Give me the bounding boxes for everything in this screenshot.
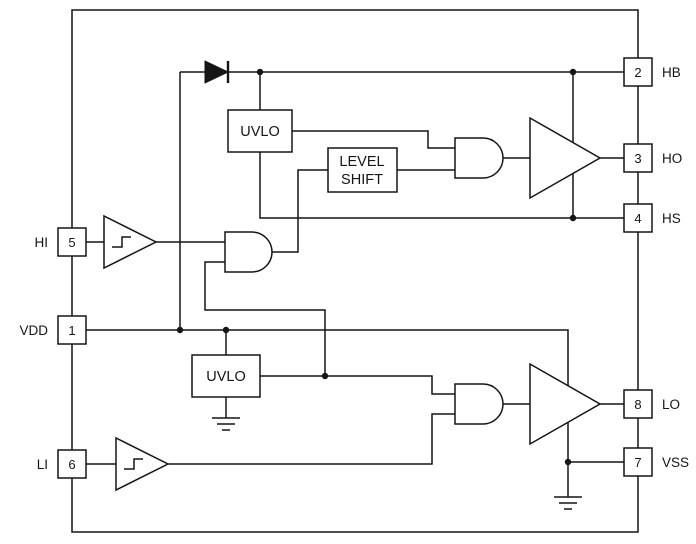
wire-hs-rail [259, 152, 624, 219]
uvlo-bottom-block [191, 354, 261, 398]
pin-vss: 7 VSS [623, 447, 689, 477]
pin-box [623, 203, 653, 233]
pin-number: 4 [634, 211, 641, 226]
uvlo-top-label: UVLO [240, 124, 280, 140]
pin-box [623, 389, 653, 419]
wire-uvlo-bottom-to-and [260, 375, 455, 395]
ground-icon [212, 417, 240, 431]
wire-vdd-rail [86, 329, 569, 390]
pin-vdd: 1 VDD [19, 315, 87, 345]
hi-schmitt-buffer [103, 214, 158, 270]
pin-hs: 4 HS [623, 203, 681, 233]
junction-dot [321, 372, 329, 380]
pin-label: HO [662, 151, 682, 166]
hysteresis-icon [124, 458, 143, 470]
wire-and-mid-to-level-shift [272, 169, 328, 253]
pin-label: LO [662, 397, 680, 412]
wire-uvlo-branch-to-and-mid [204, 261, 326, 376]
wire-li-buffer-to-and [168, 413, 455, 465]
ho-and-gate [454, 137, 504, 179]
pin-number: 7 [634, 455, 641, 470]
lo-and-gate [454, 383, 504, 425]
level-shift-label-line2: SHIFT [341, 172, 383, 188]
li-schmitt-buffer [115, 436, 170, 492]
pin-lo: 8 LO [623, 389, 680, 419]
pin-box [623, 57, 653, 87]
hysteresis-icon [112, 236, 131, 248]
pin-label: VDD [19, 323, 48, 338]
pin-hb: 2 HB [623, 57, 681, 87]
pin-box [57, 227, 87, 257]
pin-box [623, 143, 653, 173]
lo-driver [529, 362, 602, 446]
pin-number: 5 [68, 235, 75, 250]
uvlo-bottom-label: UVLO [206, 369, 246, 385]
junction-dot [564, 458, 572, 466]
pin-number: 3 [634, 151, 641, 166]
ground-icon [554, 496, 582, 510]
bootstrap-diode-icon [204, 60, 230, 84]
pin-label: HB [662, 65, 681, 80]
pin-li: 6 LI [37, 449, 87, 479]
pin-number: 6 [68, 457, 75, 472]
junction-dot [569, 214, 577, 222]
pin-box [57, 449, 87, 479]
pin-label: VSS [662, 455, 689, 470]
junction-dot [176, 326, 184, 334]
pin-box [623, 447, 653, 477]
wire-uvlo-top-to-and [292, 130, 455, 149]
diode-anode-triangle [204, 60, 230, 84]
junction-dot [569, 68, 577, 76]
pin-label: LI [37, 457, 48, 472]
pin-label: HS [662, 211, 681, 226]
pin-number: 2 [634, 65, 641, 80]
pin-label: HI [35, 235, 49, 250]
chip-boundary [71, 9, 639, 533]
pin-hi: 5 HI [35, 227, 87, 257]
level-shift-and-gate [224, 231, 273, 273]
pin-ho: 3 HO [623, 143, 682, 173]
pin-number: 1 [68, 323, 75, 338]
pin-box [57, 315, 87, 345]
junction-dot [222, 326, 230, 334]
wires [86, 71, 624, 497]
ho-driver [529, 116, 602, 200]
uvlo-top-block [227, 109, 293, 153]
level-shift-label-line1: LEVEL [339, 154, 384, 170]
pin-number: 8 [634, 397, 641, 412]
junction-dot [256, 68, 264, 76]
level-shift-block [327, 147, 398, 193]
